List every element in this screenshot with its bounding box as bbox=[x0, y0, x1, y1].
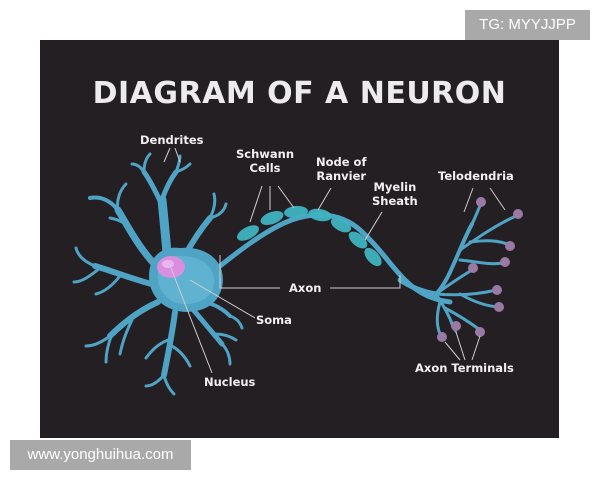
neuron-diagram-panel: DIAGRAM OF A NEURON bbox=[40, 40, 559, 438]
diagram-title: DIAGRAM OF A NEURON bbox=[92, 76, 507, 111]
label-soma: Soma bbox=[256, 313, 292, 327]
label-dendrites: Dendrites bbox=[140, 133, 204, 147]
leader-lines bbox=[163, 147, 506, 374]
watermark-website: www.yonghuihua.com bbox=[10, 440, 191, 470]
neuron-illustration bbox=[72, 147, 523, 396]
label-axon-terminals: Axon Terminals bbox=[415, 361, 514, 375]
label-telodendria: Telodendria bbox=[438, 169, 514, 183]
telodendria-graphic bbox=[397, 204, 518, 340]
label-node-of-ranvier-line2: Ranvier bbox=[316, 169, 367, 183]
label-axon: Axon bbox=[289, 281, 322, 295]
label-schwann-cells: Schwann Cells bbox=[236, 147, 294, 175]
label-node-of-ranvier-line1: Node of bbox=[316, 155, 367, 169]
label-schwann-cells-line2: Cells bbox=[249, 161, 281, 175]
label-schwann-cells-line1: Schwann bbox=[236, 147, 295, 161]
axon-terminals-graphic bbox=[437, 197, 523, 342]
watermark-telegram: TG: MYYJJPP bbox=[465, 10, 590, 40]
label-nucleus: Nucleus bbox=[204, 375, 256, 389]
label-myelin-sheath-line2: Sheath bbox=[372, 194, 418, 208]
myelin-sheath-graphic bbox=[237, 205, 382, 267]
label-node-of-ranvier: Node of Ranvier bbox=[316, 155, 366, 183]
label-myelin-sheath-line1: Myelin bbox=[373, 180, 417, 194]
label-myelin-sheath: Myelin Sheath bbox=[372, 180, 418, 208]
